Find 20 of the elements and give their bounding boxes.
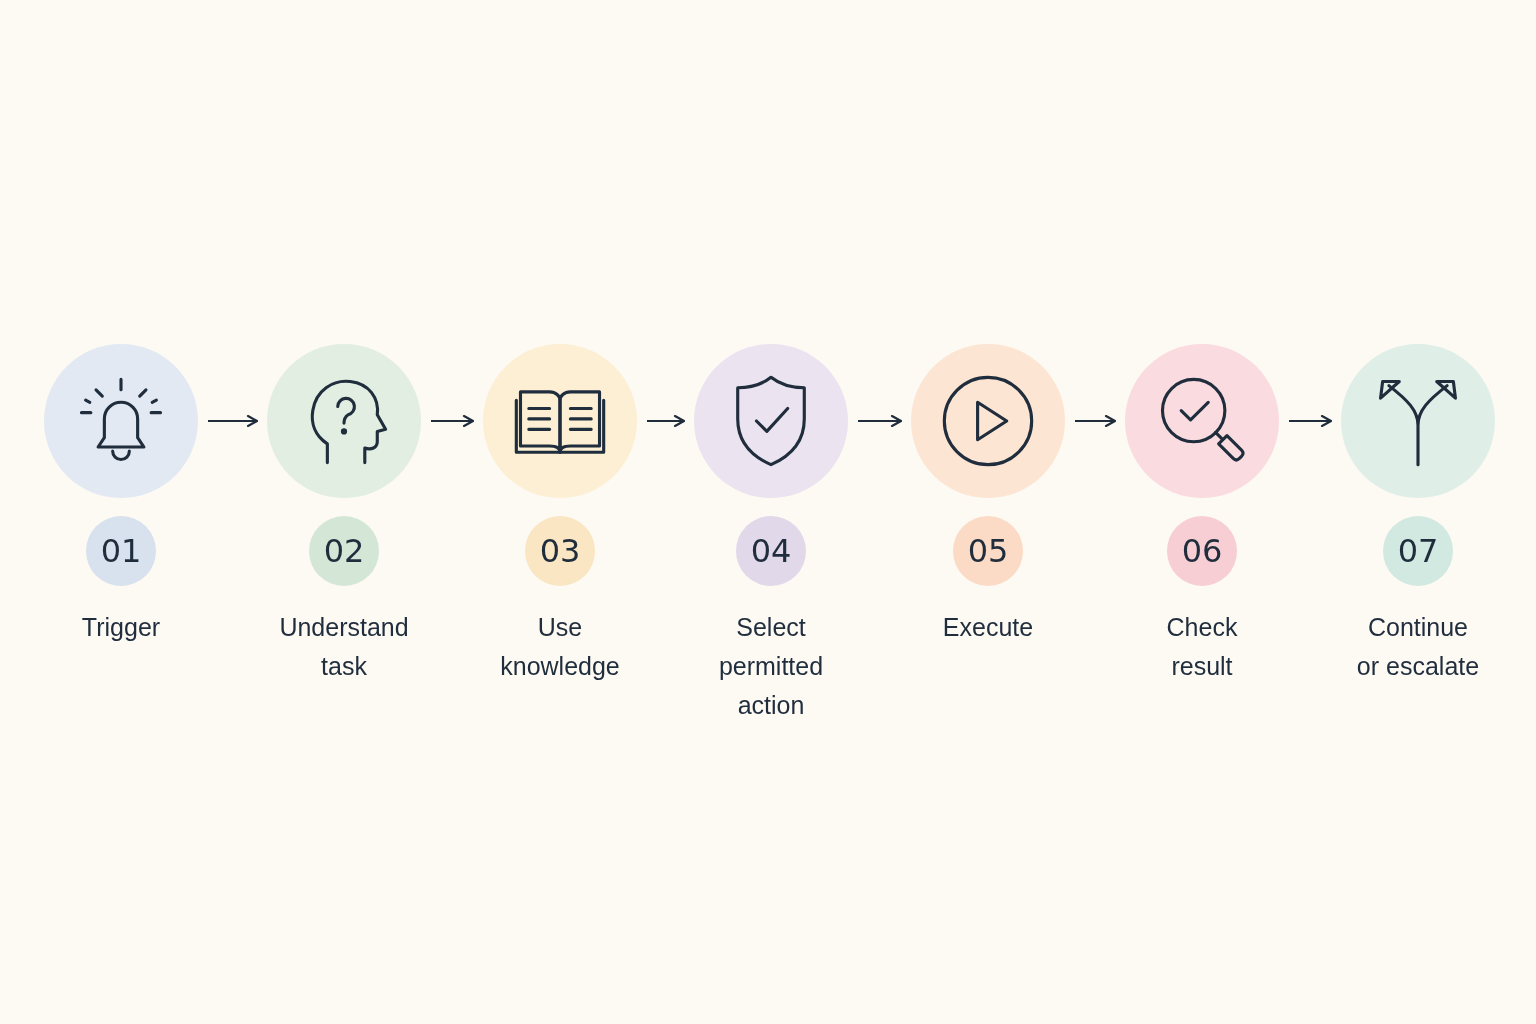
step-number: 01	[86, 516, 156, 586]
arrow	[1289, 414, 1333, 428]
arrow	[1075, 414, 1117, 428]
step-label: Select permitted action	[717, 612, 825, 721]
step-label: Continue or escalate	[1355, 612, 1481, 682]
step-label: Execute	[941, 612, 1035, 643]
arrow	[647, 414, 686, 428]
step-label: Understand task	[278, 612, 410, 682]
step-number: 04	[736, 516, 806, 586]
step-number: 03	[525, 516, 595, 586]
step-number: 02	[309, 516, 379, 586]
arrow	[431, 414, 475, 428]
arrow	[208, 414, 259, 428]
step-label: Check result	[1165, 612, 1239, 682]
step-number: 06	[1167, 516, 1237, 586]
arrow	[858, 414, 903, 428]
step-number: 07	[1383, 516, 1453, 586]
step-label: Trigger	[80, 612, 162, 643]
step-number: 05	[953, 516, 1023, 586]
step-label: Use knowledge	[499, 612, 621, 682]
